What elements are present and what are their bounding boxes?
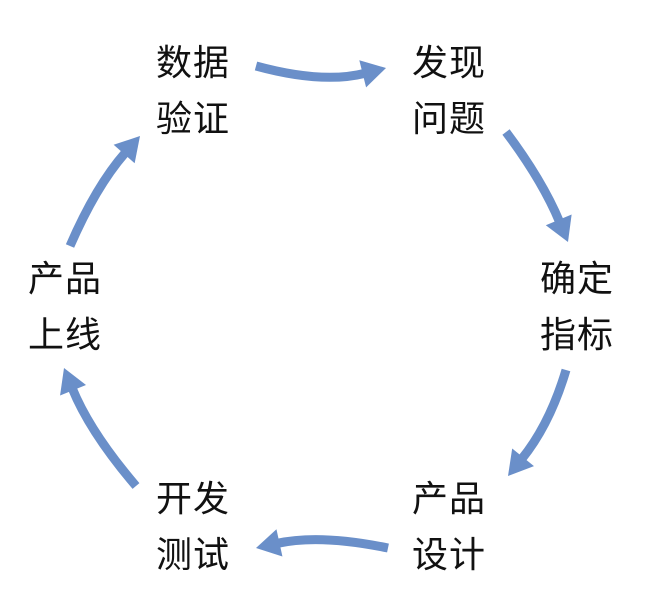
node-label-line: 上线 — [28, 315, 103, 356]
cycle-arrow-shaft — [254, 61, 366, 82]
node-label-line: 指标 — [540, 315, 615, 356]
node-label-line: 开发 — [156, 479, 231, 520]
node-label-line: 确定 — [540, 259, 615, 300]
node-product-design: 产品 设计 — [412, 472, 486, 584]
node-label-line: 产品 — [412, 479, 487, 520]
cycle-arrow-head — [113, 136, 140, 164]
node-product-launch: 产品 上线 — [28, 252, 102, 364]
cycle-arrow-shaft — [276, 535, 389, 553]
arrow-group — [60, 60, 572, 557]
node-define-metrics: 确定 指标 — [540, 252, 614, 364]
cycle-arrow-shaft — [518, 368, 571, 462]
cycle-arrow-head — [60, 368, 87, 396]
node-label-line: 验证 — [156, 99, 231, 140]
cycle-arrow-shaft — [65, 149, 129, 248]
cycle-arrow-head — [545, 214, 572, 242]
node-label-line: 问题 — [412, 99, 487, 140]
cycle-arrow-head — [359, 60, 386, 88]
cycle-arrow-shaft — [502, 129, 564, 224]
node-data-validation: 数据 验证 — [156, 36, 230, 148]
cycle-arrow-shaft — [68, 386, 140, 489]
node-dev-test: 开发 测试 — [156, 472, 230, 584]
cycle-arrow-head — [508, 448, 534, 476]
node-label-line: 设计 — [412, 535, 487, 576]
node-label-line: 发现 — [412, 43, 487, 84]
node-label-line: 产品 — [28, 259, 103, 300]
cycle-arrow-head — [256, 529, 283, 557]
node-label-line: 测试 — [156, 535, 231, 576]
node-find-problem: 发现 问题 — [412, 36, 486, 148]
node-label-line: 数据 — [156, 43, 231, 84]
